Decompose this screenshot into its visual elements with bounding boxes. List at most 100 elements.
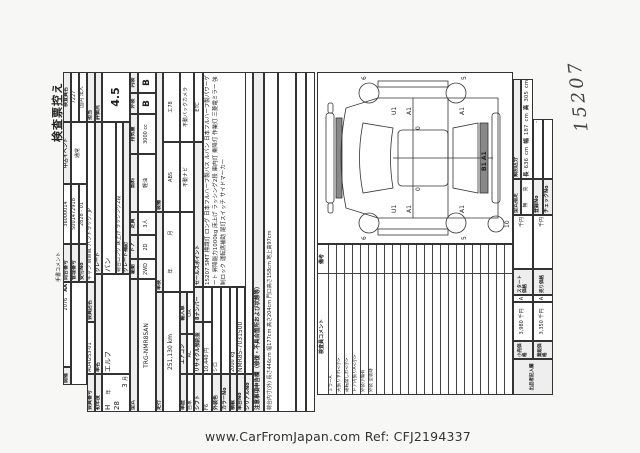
color-label: 外装色 — [212, 374, 221, 412]
venue-no: 2076 — [63, 297, 70, 311]
year-label: 年 — [106, 389, 112, 395]
venue-value: 2076 AA — [63, 282, 71, 367]
unit: cm — [523, 146, 530, 155]
wholesale-price: 3,350 千円 — [533, 302, 553, 341]
receipt-label: 受付No — [79, 244, 87, 282]
color-no — [221, 287, 230, 374]
comment-item: ドア内張りA<小> — [353, 354, 358, 392]
car-top-view-icon: 6 6 5 5 U1 A1 U1 A1 0 0 A1 A1 B1 A1 10 — [325, 76, 511, 240]
mark-rear-wheel: 5 — [461, 236, 468, 240]
load: 2000 kg — [230, 287, 237, 374]
member-no-label: 会員番号 — [87, 374, 95, 412]
car-name-label: 車名 — [95, 274, 102, 374]
exterior-grade: B — [138, 93, 156, 114]
model-label: 型式 — [130, 279, 138, 412]
first-reg-year: 28 — [112, 401, 121, 410]
inspector-comment-label: 検査員コメント — [319, 318, 325, 354]
exterior-label: 外装 — [130, 93, 138, 114]
check-value — [543, 119, 553, 179]
type-spec-label: 型式指定 — [513, 179, 521, 215]
fuel-label: 燃料 — [130, 154, 138, 212]
notes-blank-1 — [278, 72, 296, 412]
history: 自家 — [187, 374, 194, 412]
handwritten-comment-label: 手書コメント — [56, 251, 62, 282]
remarks-label: 備考 — [319, 253, 325, 264]
notes-blank-3 — [306, 72, 315, 412]
comment-item: 外装小傷有 — [361, 369, 366, 393]
type-spec-value: 無 — [523, 202, 530, 208]
inspection-expiry: 年 月 — [163, 212, 180, 292]
sales-point-label: セールスポイント — [194, 142, 203, 287]
receipt-no: 2828 - 01 — [79, 184, 87, 244]
equip-etc: ETC — [194, 72, 203, 142]
grade-note-label: グレード補記 — [123, 122, 130, 274]
retail-grade: A — [513, 295, 533, 302]
reg-label: 登録No — [533, 179, 543, 215]
aircon: AC — [187, 334, 194, 374]
comment-item: 外装 塗装跡 — [369, 368, 374, 392]
start-unit: 千円 — [513, 215, 533, 269]
mark-rear-wheel: 5 — [461, 76, 468, 80]
inspection-month-label: 月 — [167, 230, 174, 236]
watermark: www.CarFromJapan.com Ref: CFJ2194337 — [205, 429, 471, 444]
first-reg: H 年 28 3 月 — [102, 374, 130, 412]
height-label: 高 — [523, 104, 530, 111]
mark-door: U1 — [391, 205, 398, 213]
displacement: 3000 cc — [138, 114, 156, 154]
equip-camera: 不動バックカメラ — [180, 72, 194, 142]
first-reg-label: 初年度 — [95, 374, 102, 412]
member-shop: キャン WWW. パントラック. JP — [87, 122, 95, 282]
mark-spare: 10 — [504, 220, 511, 228]
event-value: 通常 — [71, 122, 87, 184]
wholesale-label: 業販価格 — [533, 341, 553, 359]
height: 305 — [523, 91, 530, 102]
inspector-comments-box: 検査員コメント 備考 ミラーA 天張りすれ<小> 運転席しわ<小> ドア内張りA… — [317, 244, 513, 395]
recycle: 10,440 円 — [203, 322, 212, 374]
mileage-label: 走行 — [156, 292, 163, 412]
sell-unit: 千円 — [533, 215, 553, 269]
notes-blank-2 — [296, 72, 306, 412]
header-blank — [71, 282, 87, 385]
history-label: 車歴 — [180, 374, 187, 412]
retail-label: 小売価格 — [513, 341, 533, 359]
venue-code: AA — [63, 284, 70, 292]
reg-value: - — [533, 119, 543, 179]
mark-rear-quarter: A1 — [459, 107, 466, 115]
number-value — [203, 287, 212, 322]
mark-sill: 0 — [415, 187, 422, 191]
mark-rear-bumper: B1 A1 — [481, 151, 488, 171]
inspection-year-label: 年 — [167, 268, 174, 274]
inquiry-no: 36000014 — [63, 184, 71, 244]
chassis-label: 車台No — [237, 374, 245, 412]
interior-grade: B — [138, 72, 156, 93]
first-reg-era: H — [104, 404, 112, 410]
grade-label: グレード — [95, 122, 102, 274]
drive: 2WD — [138, 259, 156, 279]
member-shop-label: 会員店名 — [87, 282, 95, 322]
month-label: 月 — [122, 376, 129, 382]
fuel: 軽油 — [138, 154, 156, 212]
capacity-label: 定員 — [130, 212, 138, 235]
auction-sheet: 検査票控え 手書コメント 開催 2076 AA 問合番号 36000014 管理… — [40, 52, 630, 442]
shift: F6 — [203, 374, 212, 412]
chassis: NMR85-7031500 — [237, 287, 245, 374]
damage-diagram: 6 6 5 5 U1 A1 U1 A1 0 0 A1 A1 B1 A1 10 — [317, 72, 513, 244]
load-label: 積載 — [230, 374, 237, 412]
color: シロ — [212, 287, 221, 374]
interior-label: 内装 — [130, 72, 138, 93]
mark-sill: 0 — [415, 126, 422, 130]
inspector-type: 国内 法人 — [79, 72, 87, 122]
inspector-no: 7227 — [71, 72, 79, 122]
import: OR — [187, 292, 194, 334]
handwritten-number: 15207 — [564, 58, 593, 133]
comment-item: 天張りすれ<小> — [337, 357, 342, 392]
mark-door: A1 — [406, 107, 413, 115]
serial-label: シリアルNo — [245, 374, 253, 412]
class-label: 類別区分 — [513, 79, 521, 179]
venue-label: 開催 — [63, 367, 71, 385]
mark-front-wheel: 6 — [361, 236, 368, 240]
mileage: 251,130 km — [163, 292, 180, 412]
equip-abs: ABS — [163, 142, 180, 212]
wholesale-grade: A — [533, 295, 553, 302]
score-label: 評価点 — [95, 72, 102, 122]
